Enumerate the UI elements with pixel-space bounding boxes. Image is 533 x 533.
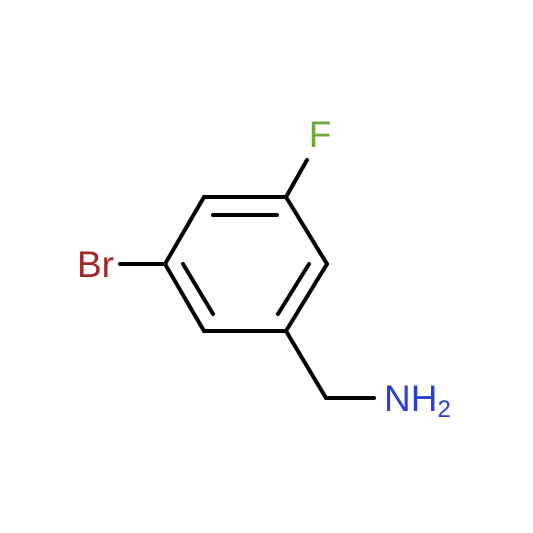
amine-subscript: 2 bbox=[437, 396, 450, 423]
atom-labels: F Br NH2 bbox=[77, 114, 451, 423]
bromine-label: Br bbox=[77, 244, 114, 285]
amine-label: NH2 bbox=[384, 378, 451, 423]
ring-bond-c3-c4 bbox=[284, 262, 329, 333]
fluorine-label: F bbox=[309, 114, 332, 155]
ring-bond-c5-c6 bbox=[163, 262, 206, 333]
bond-to-fluorine bbox=[284, 158, 309, 199]
ring-bond-c6-c1 bbox=[163, 195, 206, 266]
amine-symbol: NH bbox=[384, 378, 437, 419]
double-bond-inner-right bbox=[276, 262, 311, 316]
bond-ring-to-ch2 bbox=[284, 329, 328, 400]
ring-bond-c2-c3 bbox=[284, 195, 329, 266]
bonds bbox=[118, 158, 376, 400]
double-bond-inner-left bbox=[181, 262, 215, 316]
